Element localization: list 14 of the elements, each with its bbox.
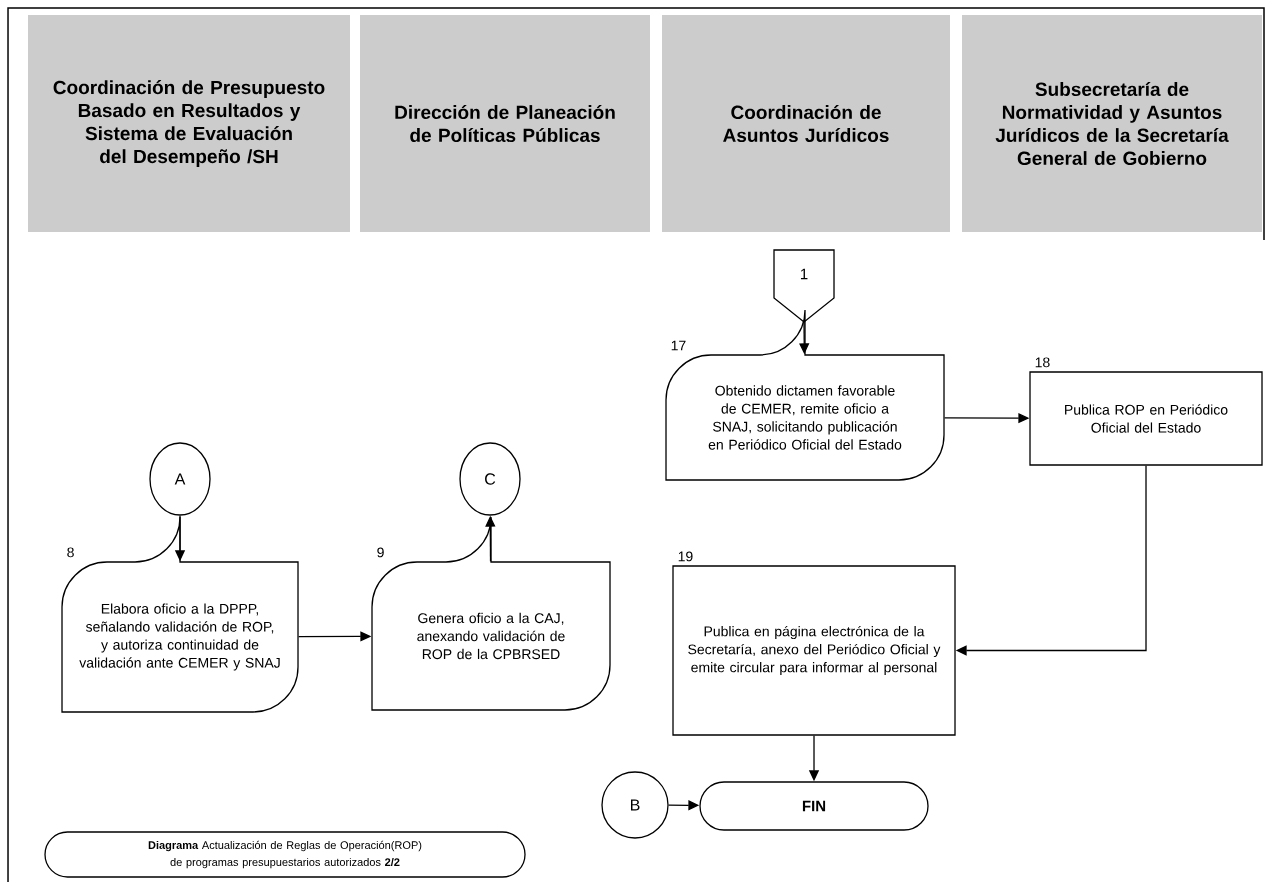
diagram-title-box: Diagrama Actualización de Reglas de Operación(ROP) de programas presupuestarios autorizados 2/2 (44, 831, 526, 878)
step-number: 19 (678, 551, 693, 562)
process-box: Publica en página electrónica de la Secretaría, anexo del Periódico Oficial y emite circular para informar al personal (672, 565, 956, 736)
step-number: 8 (67, 547, 74, 558)
process-box: Publica ROP en Periódico Oficial del Estado (1029, 371, 1263, 466)
step-number: 17 (671, 340, 686, 351)
lane-header: Subsecretaría de Normatividad y Asuntos Jurídicos de la Secretaría General de Gobierno (962, 15, 1262, 232)
offpage-connector: 1 (773, 249, 835, 323)
lane-header: Coordinación de Asuntos Jurídicos (662, 15, 950, 232)
lane-header: Dirección de Planeación de Políticas Públicas (360, 15, 650, 232)
terminal-box: FIN (699, 781, 929, 831)
lane-header: Coordinación de Presupuesto Basado en Resultados y Sistema de Evaluación del Desempeño /SH (28, 15, 350, 232)
step-number: 18 (1035, 357, 1050, 368)
step-number: 9 (377, 547, 384, 558)
